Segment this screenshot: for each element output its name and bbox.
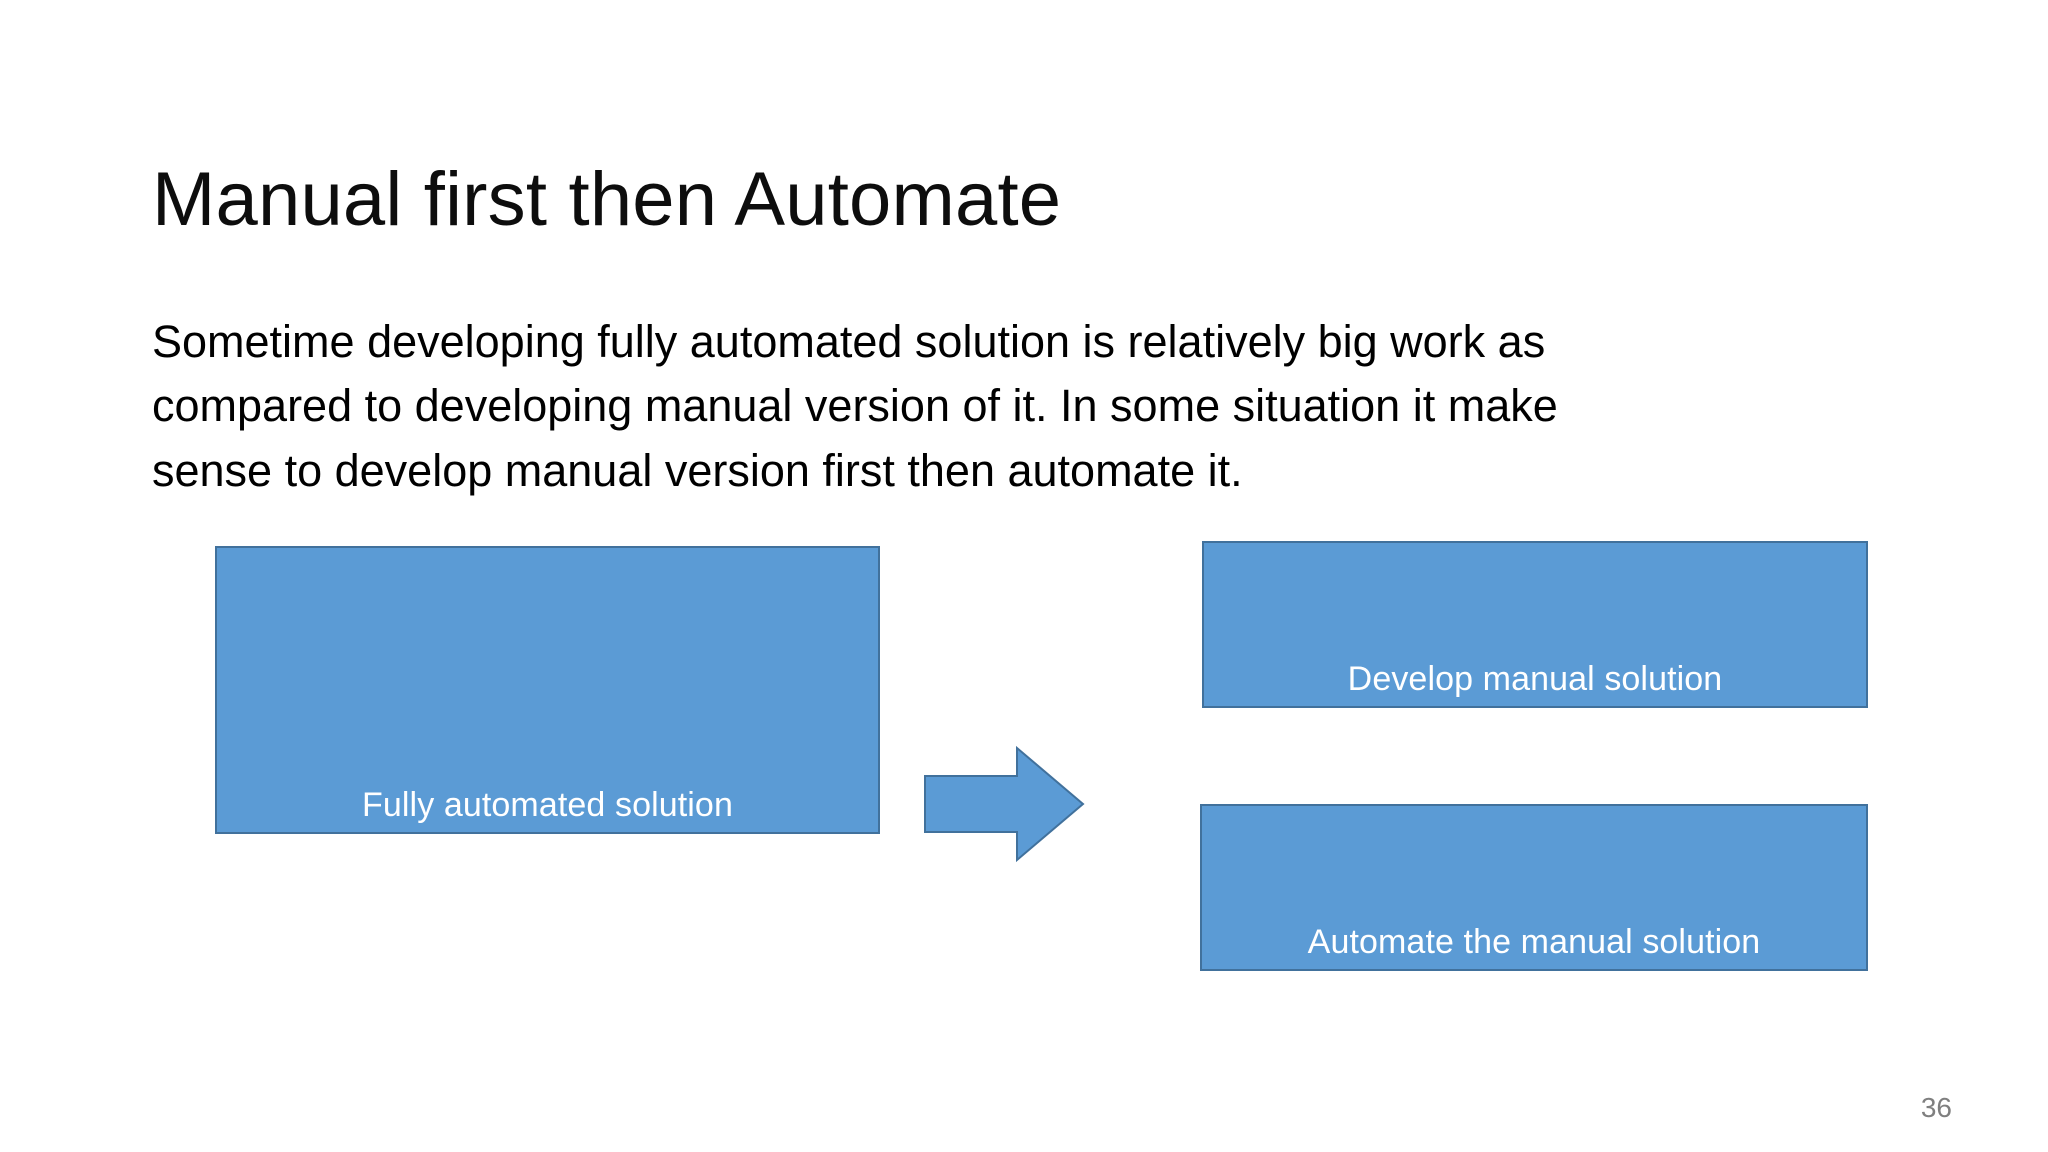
page-number: 36 bbox=[1920, 1092, 1952, 1123]
body-line-1: Sometime developing fully automated solu… bbox=[152, 316, 1546, 367]
page-title: Manual first then Automate bbox=[152, 156, 1062, 242]
shape-label-fully-automated-solution: Fully automated solution bbox=[362, 785, 733, 824]
body-line-3: sense to develop manual version first th… bbox=[152, 444, 1243, 496]
shape-automate-the-manual-solution[interactable]: Automate the manual solution bbox=[1200, 804, 1868, 971]
body-paragraph: Sometime developing fully automated solu… bbox=[152, 310, 1922, 503]
body-line-2: compared to developing manual version of… bbox=[152, 380, 1558, 432]
shape-fully-automated-solution[interactable]: Fully automated solution bbox=[215, 546, 880, 834]
shape-label-automate-the-manual-solution: Automate the manual solution bbox=[1307, 922, 1761, 961]
shape-develop-manual-solution[interactable]: Develop manual solution bbox=[1202, 541, 1868, 708]
shape-label-develop-manual-solution: Develop manual solution bbox=[1347, 659, 1723, 698]
right-arrow-icon bbox=[924, 745, 1085, 863]
